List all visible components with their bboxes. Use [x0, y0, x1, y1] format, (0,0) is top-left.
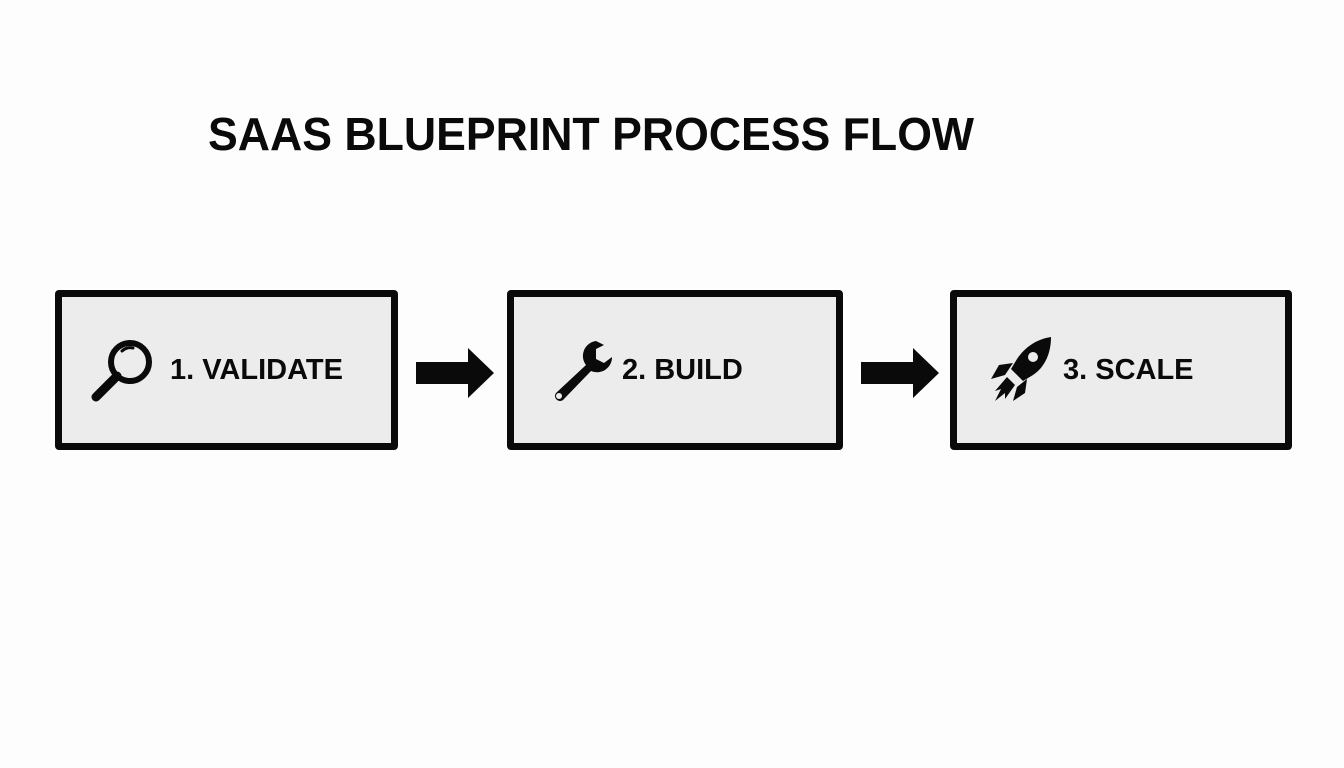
wrench-icon: [546, 335, 616, 405]
step-validate: 1. VALIDATE: [55, 290, 398, 450]
arrow-right-icon: [416, 348, 496, 398]
diagram-title: SAAS BLUEPRINT PROCESS FLOW: [208, 108, 975, 160]
step-build: 2. BUILD: [507, 290, 843, 450]
arrow-right-icon: [861, 348, 941, 398]
magnifying-glass-icon: [86, 334, 158, 406]
rocket-icon: [989, 335, 1055, 405]
step-label: 1. VALIDATE: [170, 353, 343, 386]
step-scale: 3. SCALE: [950, 290, 1292, 450]
step-label: 3. SCALE: [1063, 353, 1194, 386]
step-label: 2. BUILD: [622, 353, 743, 386]
